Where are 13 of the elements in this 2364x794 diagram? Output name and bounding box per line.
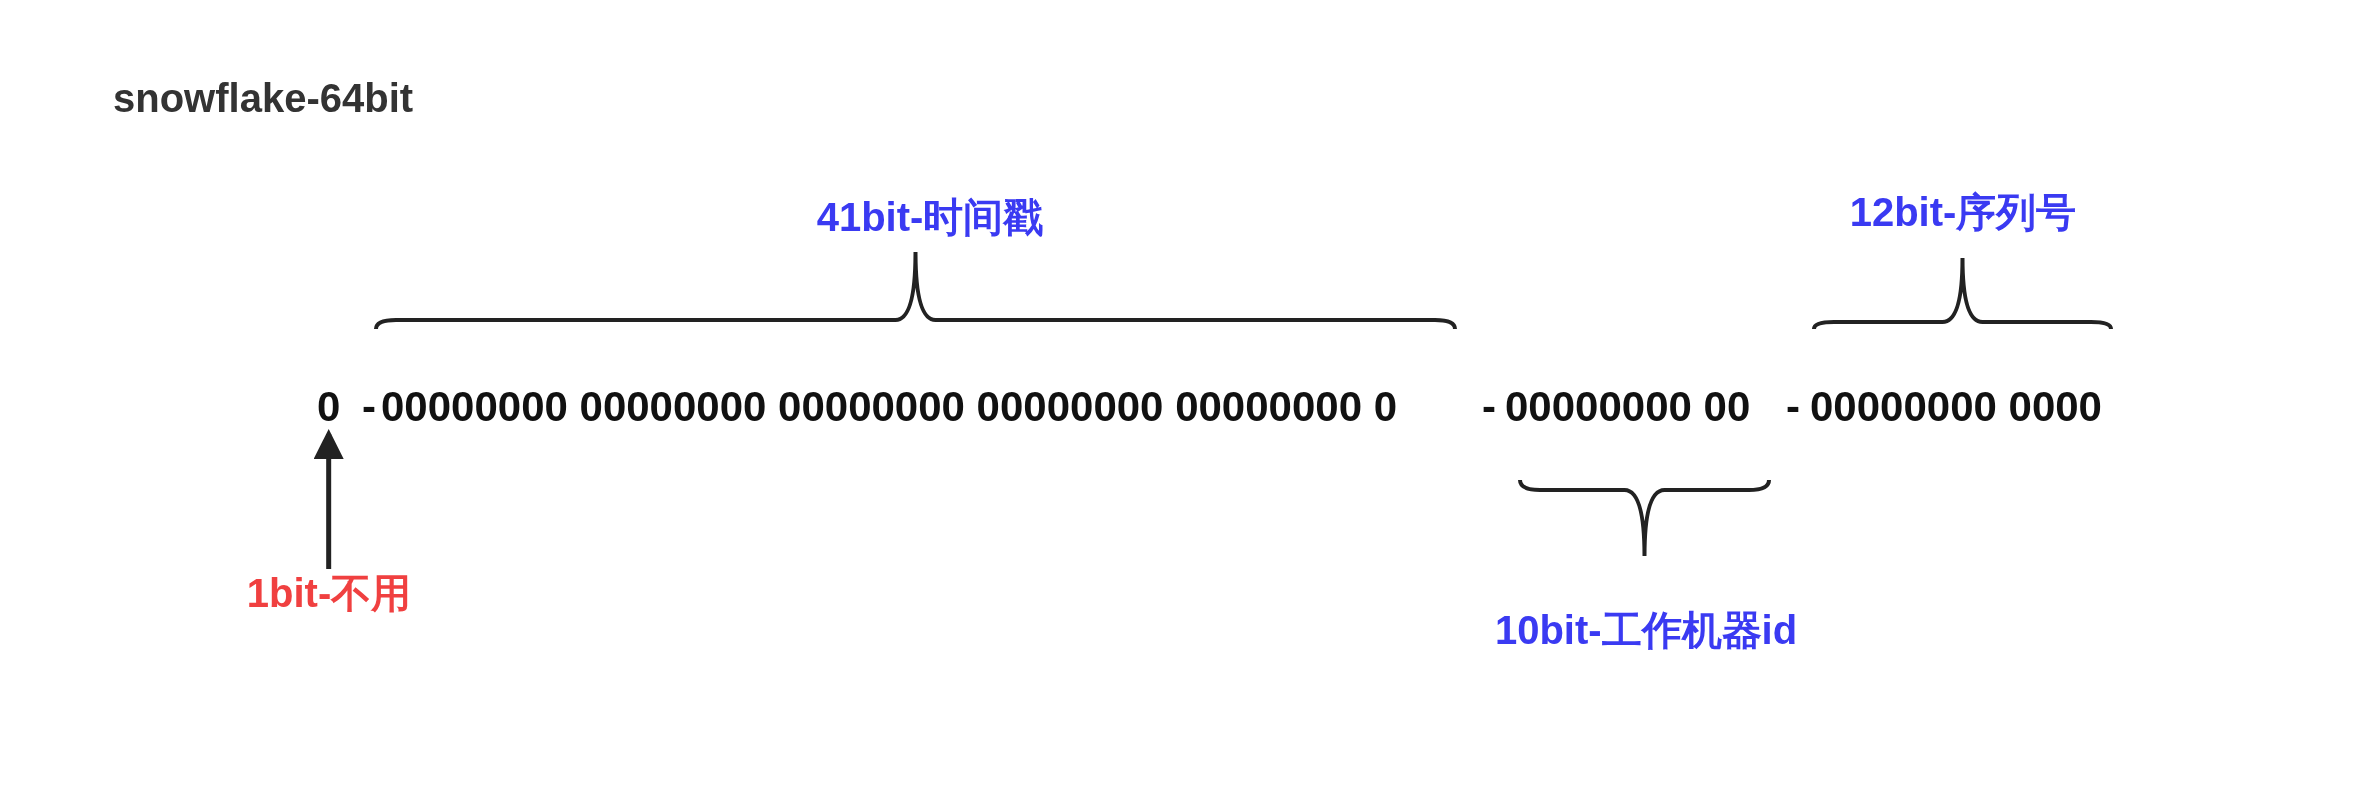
bit-digit: 0 — [317, 386, 341, 428]
arrow — [313, 429, 344, 569]
bit-string: - — [1482, 386, 1496, 428]
bit-string: - — [362, 386, 376, 428]
bit-label: 1bit-不用 — [246, 573, 412, 613]
field-label: 41bit-时间戳 — [816, 197, 1044, 237]
bit-string: 00000000 00000000 00000000 00000000 00000000 0 — [381, 386, 1398, 428]
bit-string: 00000000 0000 — [1810, 386, 2102, 428]
field-label: 12bit-序列号 — [1849, 192, 2077, 232]
bit-string: - — [1786, 386, 1800, 428]
field-label: 10bit-工作机器id — [1494, 610, 1798, 650]
bit-string: 00000000 00 — [1505, 386, 1751, 428]
title: snowflake-64bit — [113, 78, 414, 118]
